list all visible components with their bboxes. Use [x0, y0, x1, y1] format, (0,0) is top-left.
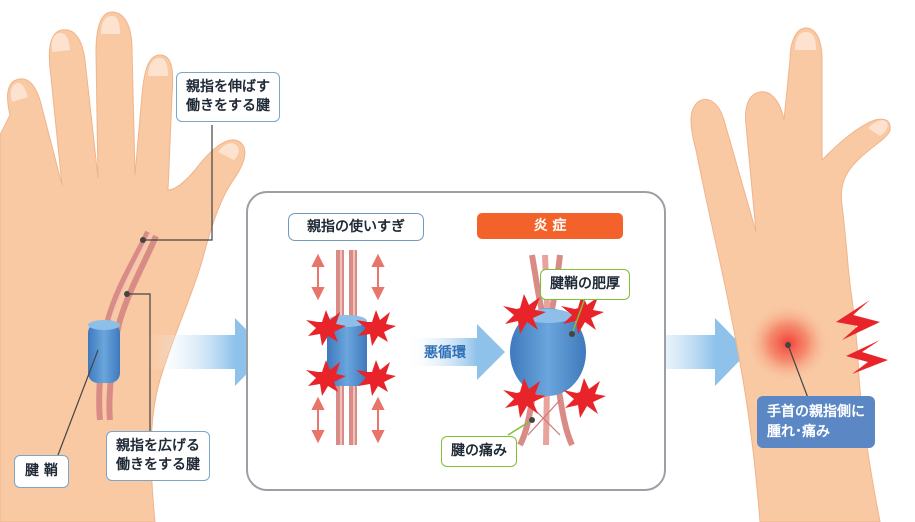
extensor-tendon-line-1: 親指を伸ばす — [186, 79, 270, 95]
tendon-sheath-label: 腱 鞘 — [25, 463, 58, 479]
symptom-line-1: 手首の親指側に — [767, 404, 865, 420]
extensor-tendon-line-2: 働きをする腱 — [186, 98, 270, 114]
tendon-pain-label: 腱の痛み — [451, 443, 507, 459]
flow-arrow-1 — [150, 318, 268, 386]
inflammation-tag: 炎 症 — [477, 213, 623, 239]
overuse-tag: 親指の使いすぎ — [288, 213, 424, 241]
inflammation-illustration — [503, 254, 606, 447]
tendon-pain-callout: 腱の痛み — [441, 436, 517, 467]
inflammation-label: 炎 症 — [533, 218, 567, 234]
abductor-tendon-callout: 親指を広げる 働きをする腱 — [106, 431, 210, 481]
symptom-note: 手首の親指側に 腫れ･痛み — [757, 396, 875, 448]
abductor-tendon-line-2: 働きをする腱 — [116, 457, 200, 473]
vicious-cycle-label: 悪循環 — [424, 345, 466, 361]
left-tendons — [96, 230, 159, 421]
overuse-illustration — [306, 250, 396, 445]
vicious-cycle-arrow — [405, 324, 505, 380]
left-hand-illustration — [0, 11, 246, 522]
tendon-sheath-callout: 腱 鞘 — [14, 455, 69, 488]
sheath-thickening-label: 腱鞘の肥厚 — [550, 276, 620, 292]
leader-lines — [57, 125, 213, 456]
green-leaders — [507, 297, 586, 436]
left-tendon-sheath — [88, 323, 120, 383]
symptom-line-2: 腫れ･痛み — [767, 424, 830, 440]
extensor-tendon-callout: 親指を伸ばす 働きをする腱 — [176, 72, 280, 122]
abductor-tendon-line-1: 親指を広げる — [116, 438, 200, 454]
sheath-thickening-callout: 腱鞘の肥厚 — [540, 269, 630, 300]
overuse-label: 親指の使いすぎ — [307, 219, 405, 235]
